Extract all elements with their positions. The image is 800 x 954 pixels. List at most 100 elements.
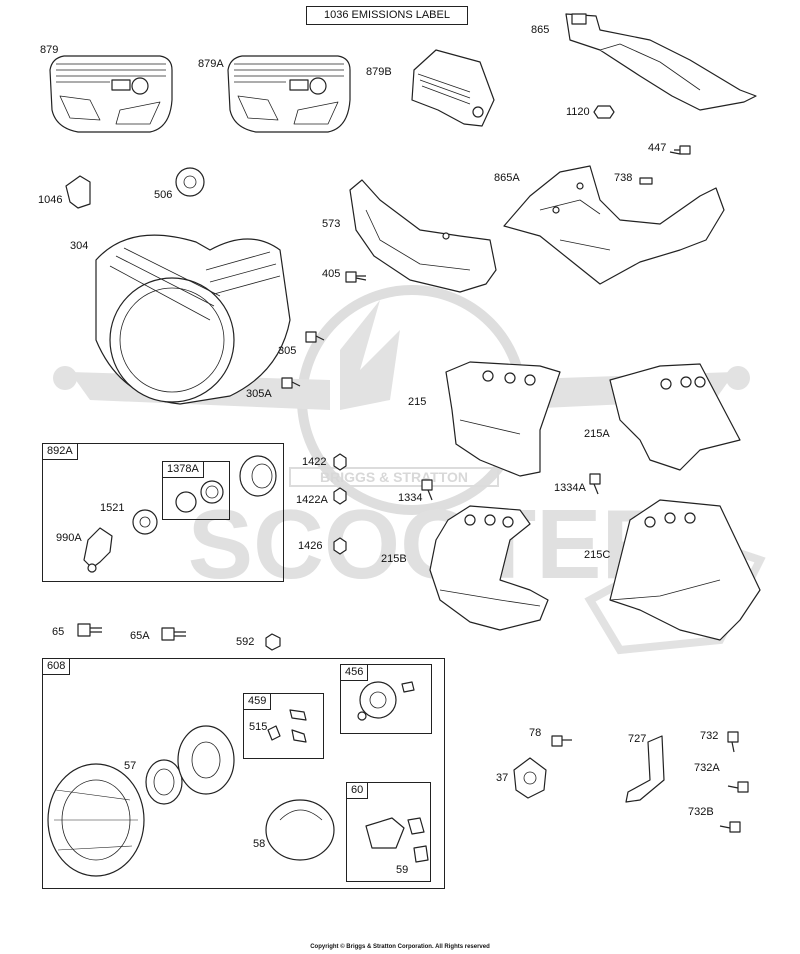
part-304-drawing: [95, 234, 291, 405]
emissions-label-title: 1036 EMISSIONS LABEL: [306, 6, 468, 25]
part-label-1046[interactable]: 1046: [38, 194, 63, 206]
part-65-drawing: [77, 623, 102, 637]
part-label-592[interactable]: 592: [236, 636, 255, 648]
group-label-892a: 892A: [43, 444, 78, 460]
part-label-865a[interactable]: 865A: [494, 172, 520, 184]
part-label-447[interactable]: 447: [648, 142, 667, 154]
part-label-57[interactable]: 57: [124, 760, 137, 772]
part-label-215[interactable]: 215: [408, 396, 427, 408]
part-879-drawing: [49, 55, 173, 133]
group-label-1378a: 1378A: [163, 462, 204, 478]
part-1422a-drawing: [333, 487, 347, 505]
part-57-drawing: [145, 759, 183, 805]
copyright-notice: Copyright © Briggs & Stratton Corporatio…: [310, 944, 490, 950]
part-label-37[interactable]: 37: [496, 772, 509, 784]
part-892a-clutch-drawing: [239, 455, 277, 497]
part-label-732[interactable]: 732: [700, 730, 719, 742]
watermark-scooter-text: SCOOTER: [188, 489, 673, 599]
part-label-78[interactable]: 78: [529, 727, 542, 739]
part-215c-drawing: [609, 499, 761, 641]
part-1422-drawing: [333, 453, 347, 471]
part-215b-drawing: [429, 505, 549, 631]
part-60-contents-drawing: [365, 817, 429, 863]
part-78-drawing: [551, 735, 572, 747]
part-label-215c[interactable]: 215C: [584, 549, 611, 561]
group-box-892a: 892A: [42, 443, 284, 582]
part-label-215b[interactable]: 215B: [381, 553, 407, 565]
part-215a-drawing: [609, 363, 741, 471]
part-456-contents-drawing: [357, 681, 415, 721]
part-37-drawing: [513, 757, 547, 799]
group-box-608: 608: [42, 658, 445, 889]
part-727-drawing: [625, 735, 665, 803]
part-label-732b[interactable]: 732B: [688, 806, 714, 818]
part-label-1422a[interactable]: 1422A: [296, 494, 328, 506]
part-1378a-contents-drawing: [175, 480, 224, 513]
part-447-drawing: [669, 145, 691, 155]
part-label-515[interactable]: 515: [249, 721, 268, 733]
watermark-brand-box: [289, 467, 499, 487]
part-732a-drawing: [727, 781, 749, 793]
part-label-1426[interactable]: 1426: [298, 540, 323, 552]
part-label-879[interactable]: 879: [40, 44, 59, 56]
part-label-727[interactable]: 727: [628, 733, 647, 745]
part-305-drawing: [305, 331, 325, 343]
part-515-drawing: [267, 709, 307, 743]
part-label-59[interactable]: 59: [396, 864, 409, 876]
part-1521-drawing: [132, 509, 158, 535]
part-1334-drawing: [421, 479, 433, 501]
part-738-drawing: [639, 177, 653, 185]
part-1046-drawing: [65, 175, 91, 209]
part-label-304[interactable]: 304: [70, 240, 89, 252]
part-label-305[interactable]: 305: [278, 345, 297, 357]
part-865a-drawing: [503, 165, 725, 285]
part-label-865[interactable]: 865: [531, 24, 550, 36]
part-608-housing-drawing: [47, 763, 145, 877]
part-label-1521[interactable]: 1521: [100, 502, 125, 514]
part-1334a-drawing: [589, 473, 601, 495]
part-label-215a[interactable]: 215A: [584, 428, 610, 440]
part-65a-drawing: [161, 627, 186, 641]
part-573-drawing: [349, 179, 497, 293]
part-label-65a[interactable]: 65A: [130, 630, 150, 642]
group-label-608: 608: [43, 659, 71, 675]
part-label-1334[interactable]: 1334: [398, 492, 423, 504]
part-608-pulley-drawing: [177, 725, 235, 795]
group-box-1378a: 1378A: [162, 461, 230, 520]
part-879a-drawing: [227, 55, 351, 133]
part-label-65[interactable]: 65: [52, 626, 65, 638]
part-506-drawing: [175, 167, 205, 197]
part-label-305a[interactable]: 305A: [246, 388, 272, 400]
part-732-drawing: [727, 731, 739, 753]
part-1120-drawing: [593, 105, 615, 119]
part-label-58[interactable]: 58: [253, 838, 266, 850]
part-label-405[interactable]: 405: [322, 268, 341, 280]
part-58-drawing: [265, 799, 335, 861]
group-label-459: 459: [244, 694, 272, 710]
part-label-738[interactable]: 738: [614, 172, 633, 184]
part-865-drawing: [565, 13, 757, 111]
part-label-573[interactable]: 573: [322, 218, 341, 230]
part-879b-drawing: [411, 49, 495, 127]
part-732b-drawing: [719, 821, 741, 833]
group-label-60: 60: [347, 783, 369, 799]
group-box-60: 60: [346, 782, 431, 882]
group-box-456: 456: [340, 664, 432, 734]
group-label-456: 456: [341, 665, 369, 681]
part-592-drawing: [265, 633, 281, 651]
part-label-1422[interactable]: 1422: [302, 456, 327, 468]
part-label-506[interactable]: 506: [154, 189, 173, 201]
part-label-732a[interactable]: 732A: [694, 762, 720, 774]
part-label-990a[interactable]: 990A: [56, 532, 82, 544]
part-label-1120[interactable]: 1120: [566, 106, 590, 118]
part-990a-drawing: [83, 527, 113, 573]
part-405-drawing: [345, 271, 367, 283]
group-box-459: 459: [243, 693, 324, 759]
part-label-879b[interactable]: 879B: [366, 66, 392, 78]
part-215-drawing: [445, 361, 561, 477]
part-1426-drawing: [333, 537, 347, 555]
part-label-879a[interactable]: 879A: [198, 58, 224, 70]
part-label-1334a[interactable]: 1334A: [554, 482, 586, 494]
